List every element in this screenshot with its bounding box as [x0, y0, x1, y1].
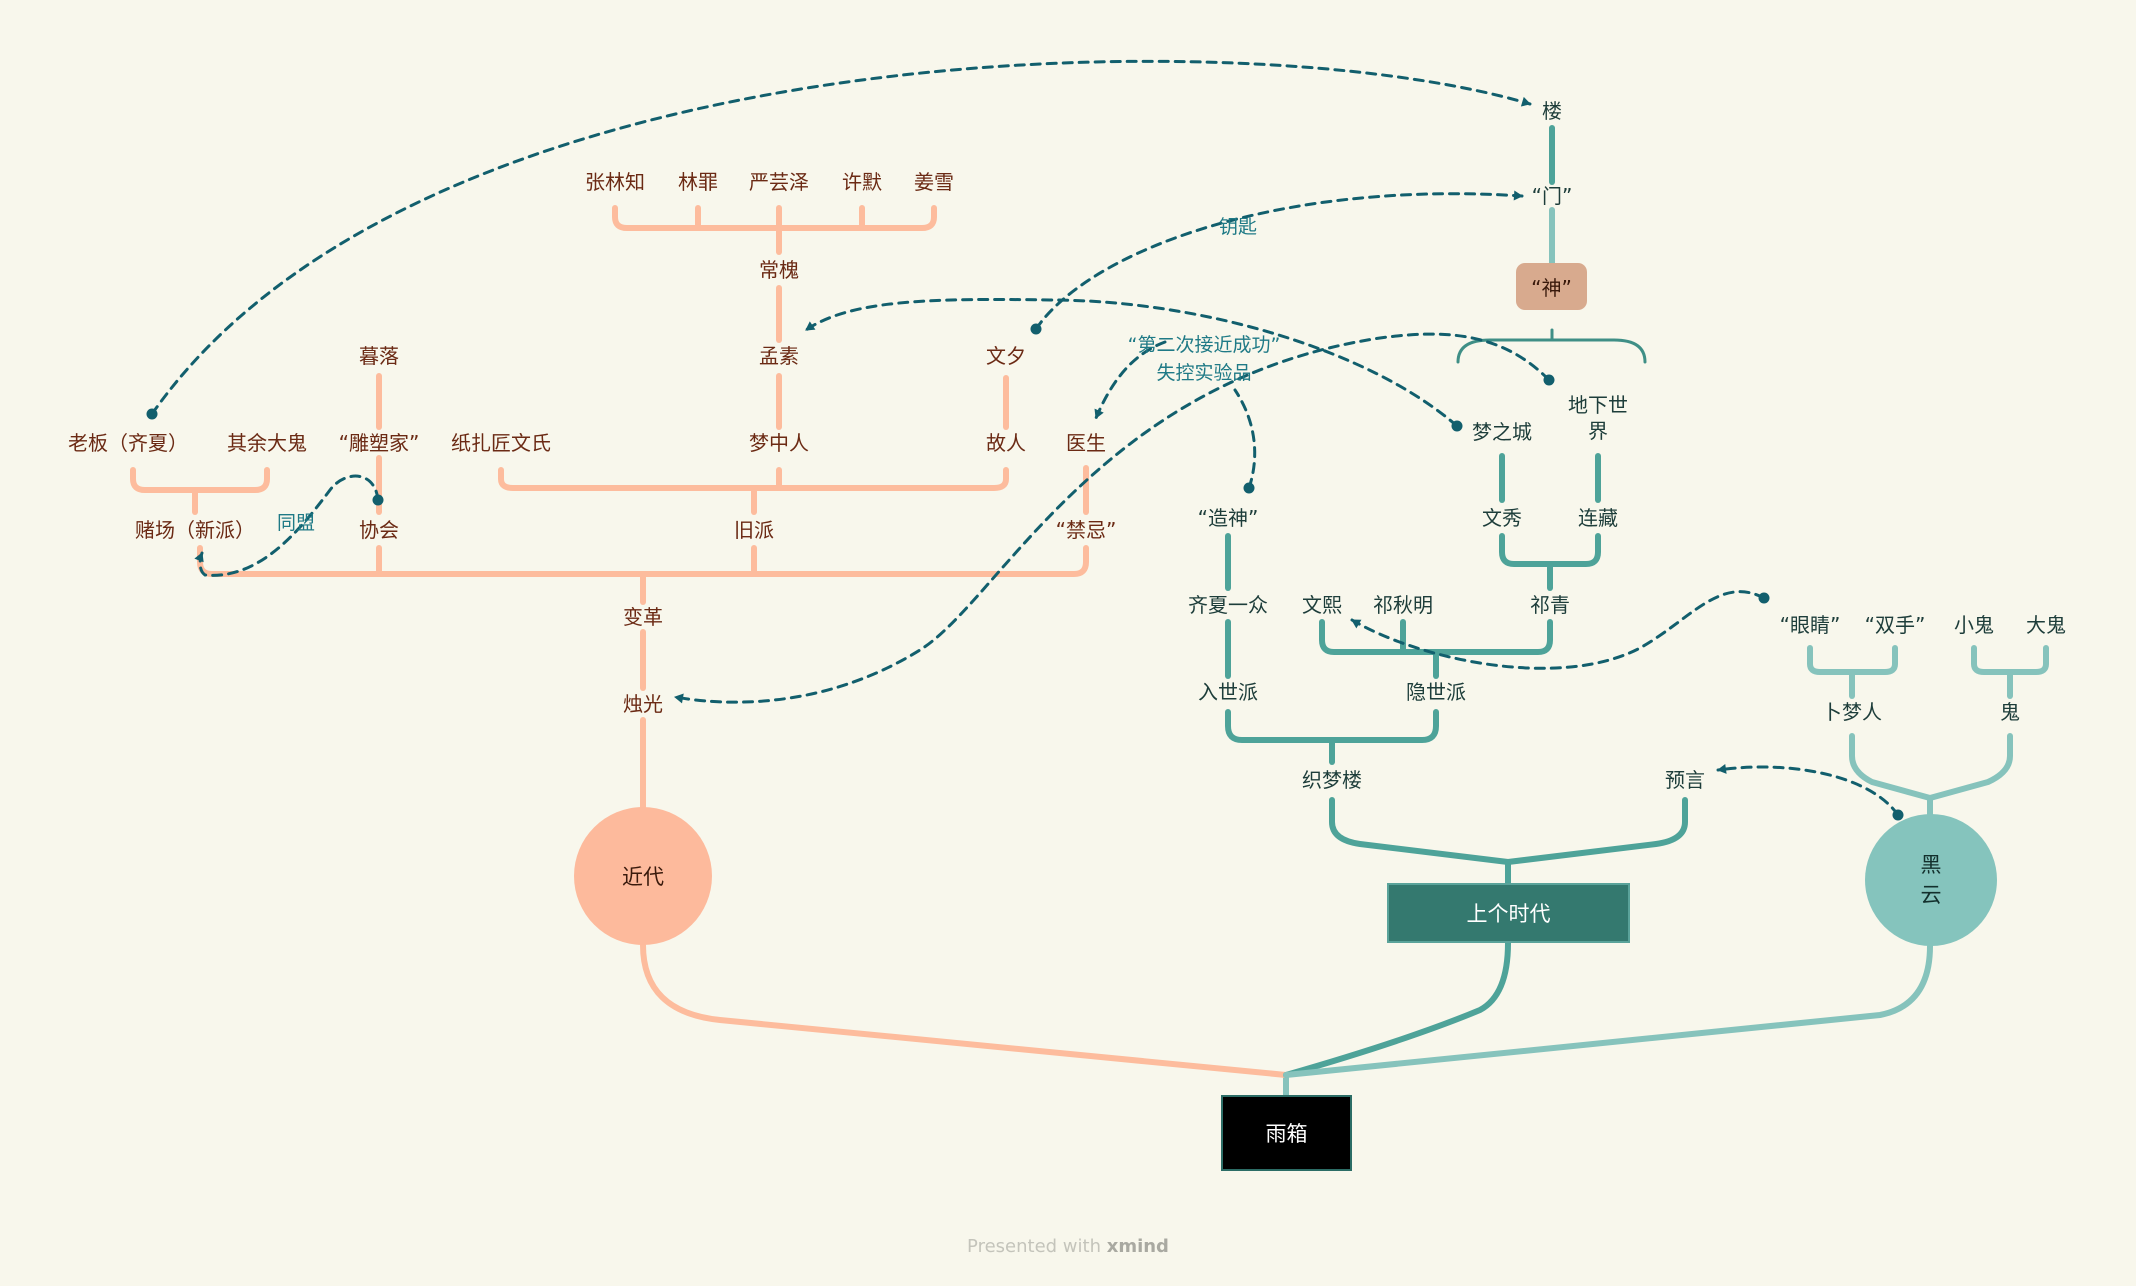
topic-muluo[interactable]: 暮落 [359, 344, 399, 368]
topic-guren[interactable]: 故人 [986, 431, 1026, 455]
topic-diaosujia[interactable]: “雕塑家” [338, 431, 420, 455]
topic-lou[interactable]: 楼 [1542, 99, 1562, 123]
topic-root-yuxiang[interactable]: 雨箱 [1221, 1095, 1352, 1171]
topic-xumo[interactable]: 许默 [842, 170, 882, 194]
topic-xiaogui[interactable]: 小鬼 [1954, 613, 1994, 637]
topic-gui[interactable]: 鬼 [2000, 700, 2020, 724]
relation-zaoshen-experiment [1233, 388, 1257, 490]
relation-experiment-yisheng [1094, 340, 1167, 420]
fork-last-era [1329, 797, 1688, 865]
bracket-biange [197, 545, 1089, 577]
topic-qiqiuming[interactable]: 祁秋明 [1373, 593, 1433, 617]
relation-start-yanjing [1758, 592, 1770, 604]
topic-lianzang[interactable]: 连藏 [1578, 506, 1618, 530]
topic-jiupai[interactable]: 旧派 [734, 518, 774, 542]
relation-heiyun-yuyan [1716, 763, 1900, 817]
bracket-yinshipai [1319, 619, 1553, 655]
relation-start-zaoshen [1243, 482, 1255, 494]
topic-mengsu[interactable]: 孟素 [759, 344, 799, 368]
topic-yuyan[interactable]: 预言 [1665, 768, 1705, 792]
bracket-changhuai [612, 205, 937, 231]
topic-xiehui[interactable]: 协会 [359, 518, 399, 542]
footer-prefix: Presented with [967, 1236, 1107, 1257]
topic-zhizhajiang[interactable]: 纸扎匠文氏 [451, 431, 551, 455]
topic-dixia-shijie[interactable]: 地下世界 [1568, 393, 1628, 443]
heiyun-line-2: 云 [1920, 883, 1942, 907]
topic-dagui[interactable]: 大鬼 [2026, 613, 2066, 637]
topic-wenxi-2[interactable]: 文熙 [1302, 593, 1342, 617]
bracket-zhimenglou [1225, 709, 1439, 743]
topic-jindai[interactable]: 近代 [574, 807, 712, 945]
relation-mengzhicheng-mengsu [804, 297, 1459, 428]
topic-zhuguang[interactable]: 烛光 [623, 692, 663, 716]
topic-zhanglinzhi[interactable]: 张林知 [585, 170, 645, 194]
topic-yisheng[interactable]: 医生 [1066, 431, 1106, 455]
topic-shuangshou[interactable]: “双手” [1864, 613, 1926, 637]
xmind-brand: xmind [1106, 1236, 1169, 1257]
topic-zhimenglou[interactable]: 织梦楼 [1302, 768, 1362, 792]
topic-mengzhicheng[interactable]: 梦之城 [1472, 420, 1532, 444]
relation-start-xiehui [372, 494, 384, 506]
relation-wenxi-men [1034, 190, 1524, 331]
trunk-jindai [640, 942, 1289, 1078]
topic-heiyun[interactable]: 黑 云 [1865, 814, 1997, 946]
topic-biange[interactable]: 变革 [623, 605, 663, 629]
topic-bumengren[interactable]: 卜梦人 [1822, 700, 1882, 724]
relation-start-laoban [146, 408, 158, 420]
topic-rushipai[interactable]: 入世派 [1198, 680, 1258, 704]
relation-tongmeng [194, 474, 380, 577]
relation-label-experiment-2[interactable]: 失控实验品 [1156, 362, 1252, 384]
relation-start-heiyun [1892, 809, 1904, 821]
relation-start-dixia [1543, 374, 1555, 386]
relation-label-experiment-1[interactable]: “第二次接近成功” [1127, 334, 1281, 356]
topic-dufang[interactable]: 赌场（新派） [135, 518, 255, 542]
bracket-qiqing [1499, 533, 1601, 567]
topic-yanjing[interactable]: “眼睛” [1779, 613, 1841, 637]
topic-jinji[interactable]: “禁忌” [1055, 518, 1117, 542]
topic-laoban[interactable]: 老板（齐夏） [68, 431, 188, 455]
relation-dixia-zhuguang [673, 332, 1551, 704]
bracket-bumengren [1807, 645, 1898, 675]
topic-zaoshen[interactable]: “造神” [1197, 506, 1259, 530]
topic-jiangxue[interactable]: 姜雪 [914, 170, 954, 194]
topic-last-era[interactable]: 上个时代 [1387, 883, 1630, 943]
relation-start-wenxi [1030, 323, 1042, 335]
topic-wenxiu[interactable]: 文秀 [1482, 506, 1522, 530]
topic-qixia-yizhong[interactable]: 齐夏一众 [1188, 593, 1268, 617]
topic-men[interactable]: “门” [1531, 184, 1573, 208]
topic-wenxi[interactable]: 文夕 [986, 344, 1026, 368]
topic-changhuai[interactable]: 常槐 [759, 258, 799, 282]
bracket-dufang [130, 467, 270, 493]
relation-yanjing-wenxi [1350, 590, 1766, 670]
topic-mengzhongren[interactable]: 梦中人 [749, 431, 809, 455]
topic-linzui[interactable]: 林罪 [678, 170, 718, 194]
relation-start-mengzhicheng [1451, 420, 1463, 432]
topic-qiqing[interactable]: 祁青 [1530, 593, 1570, 617]
topic-shen[interactable]: “神” [1516, 263, 1587, 310]
presented-with-footer: Presented with xmind [0, 1236, 2136, 1257]
trunk-last-era [1283, 940, 1511, 1078]
topic-yinshipai[interactable]: 隐世派 [1406, 680, 1466, 704]
topic-qiyu-dagui[interactable]: 其余大鬼 [227, 431, 307, 455]
fork-heiyun [1849, 733, 2013, 801]
heiyun-line-1: 黑 [1920, 853, 1942, 877]
relation-label-yaoshi[interactable]: 钥匙 [1218, 216, 1258, 238]
bracket-jiupai [498, 467, 1009, 491]
relation-label-tongmeng[interactable]: 同盟 [276, 512, 316, 534]
trunk-heiyun [1283, 943, 1933, 1078]
bracket-gui [1971, 645, 2049, 675]
topic-yanyunze[interactable]: 严芸泽 [749, 170, 809, 194]
relation-laoban-lou [150, 59, 1532, 416]
brace-shen [1456, 338, 1647, 364]
